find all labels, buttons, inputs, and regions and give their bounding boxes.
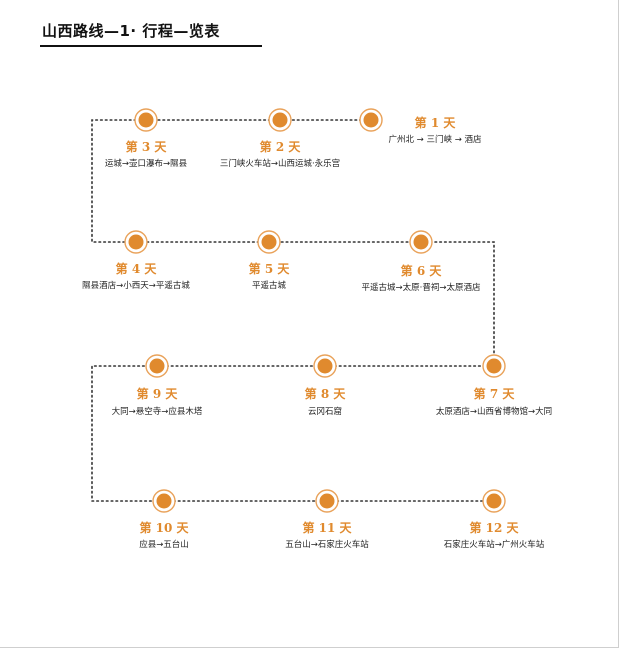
day-marker-icon	[257, 230, 281, 254]
day-route-text: 云冈石窟	[307, 407, 343, 417]
day-marker-icon	[482, 354, 506, 378]
day-marker-icon	[359, 108, 383, 132]
day-label: 第 6 天	[400, 264, 442, 278]
day-label: 第 5 天	[248, 262, 290, 276]
day-label: 第 1 天	[414, 116, 456, 130]
route-path	[91, 119, 495, 502]
day-route-text: 运城→壶口瀑布→隰县	[104, 159, 188, 169]
title-underline	[40, 45, 262, 47]
day-marker-icon	[134, 108, 158, 132]
day-route-text: 广州北 → 三门峡 → 酒店	[388, 135, 482, 145]
day-route-text: 五台山→石家庄火车站	[285, 540, 369, 550]
day-marker-icon	[315, 489, 339, 513]
day-route-text: 石家庄火车站→广州火车站	[443, 540, 545, 550]
day-marker-icon	[145, 354, 169, 378]
day-label: 第 2 天	[259, 140, 301, 154]
day-marker-icon	[409, 230, 433, 254]
day-route-text: 三门峡火车站→山西运城·永乐宫	[219, 159, 341, 169]
day-route-text: 应县→五台山	[139, 540, 189, 550]
day-marker-icon	[152, 489, 176, 513]
day-route-text: 平遥古城→太原·晋祠→太原酒店	[361, 283, 481, 293]
day-marker-icon	[482, 489, 506, 513]
day-label: 第 7 天	[473, 387, 515, 401]
day-marker-icon	[268, 108, 292, 132]
day-label: 第 8 天	[304, 387, 346, 401]
day-route-text: 隰县酒店→小西天→平遥古城	[82, 281, 190, 291]
page-title: 山西路线—1· 行程—览表	[42, 22, 220, 40]
day-label: 第 3 天	[125, 140, 167, 154]
day-label: 第 10 天	[139, 521, 189, 535]
day-label: 第 9 天	[136, 387, 178, 401]
day-route-text: 太原酒店→山西省博物馆→大同	[435, 407, 553, 417]
day-marker-icon	[313, 354, 337, 378]
day-label: 第 12 天	[469, 521, 519, 535]
day-marker-icon	[124, 230, 148, 254]
day-route-text: 平遥古城	[251, 281, 287, 291]
day-label: 第 11 天	[302, 521, 352, 535]
day-label: 第 4 天	[115, 262, 157, 276]
day-route-text: 大同→悬空寺→应县木塔	[111, 407, 203, 417]
